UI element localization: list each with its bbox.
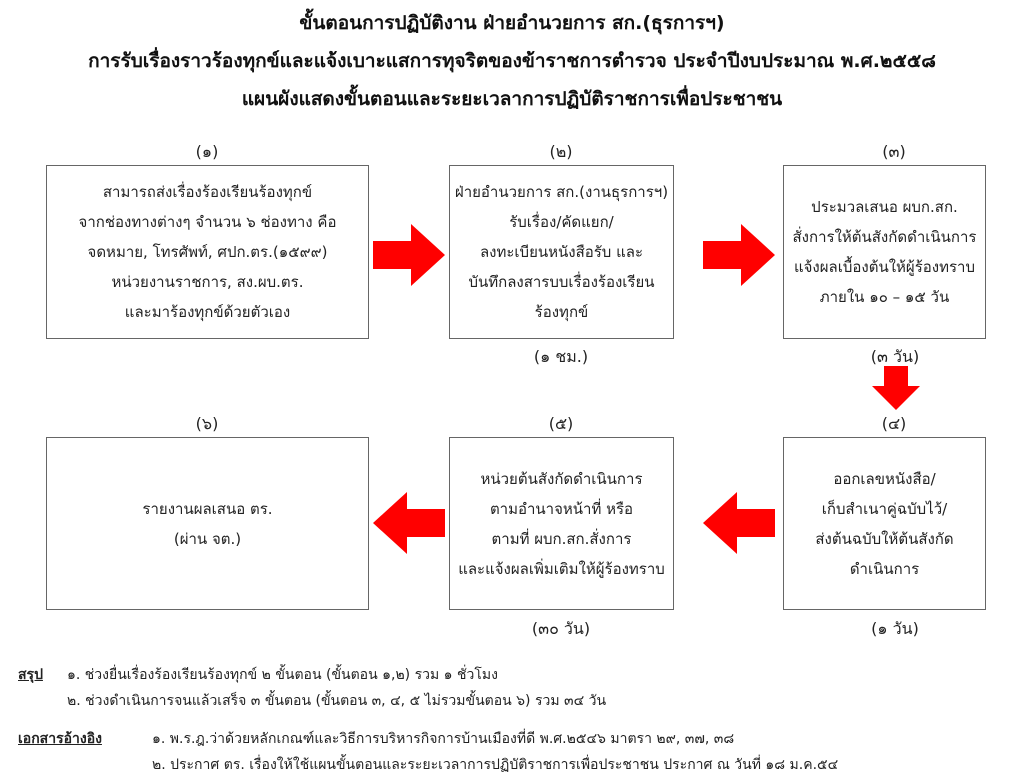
step-text-line: สามารถส่งเรื่องร้องเรียนร้องทุกข์ [102,183,313,201]
step-text-line: ร้องทุกข์ [534,303,589,321]
step-text-line: สั่งการให้ต้นสังกัดดำเนินการ [792,228,977,246]
step-4-number: (๔) [881,414,907,433]
step-text-line: แจ้งผลเบื้องต้นให้ผู้ร้องทราบ [793,258,975,276]
reference-item-2: ๒. ประกาศ ตร. เรื่องให้ใช้แผนขั้นตอนและร… [152,757,839,773]
step-2-number: (๒) [549,142,573,161]
step-text-line: จดหมาย, โทรศัพท์, ศปก.ตร.(๑๕๙๙) [87,243,328,261]
step-text-line: และแจ้งผลเพิ่มเติมให้ผู้ร้องทราบ [458,559,665,578]
step-text-line: ตามที่ ผบก.สก.สั่งการ [491,529,632,548]
step-text-line: หน่วยงานราชการ, สง.ผบ.ตร. [111,273,304,291]
summary-label: สรุป [18,667,43,683]
step-3-number: (๓) [882,142,906,161]
step-text-line: เก็บสำเนาคู่ฉบับไว้/ [821,499,948,518]
title-line-2: การรับเรื่องราวร้องทุกข์และแจ้งเบาะแสการ… [88,50,936,72]
step-text-line: ประมวลเสนอ ผบก.สก. [811,198,958,216]
title-line-1: ขั้นตอนการปฏิบัติงาน ฝ่ายอำนวยการ สก.(ธุ… [299,12,725,34]
step-text-line: และมาร้องทุกข์ด้วยตัวเอง [124,303,291,321]
step-text-line: ส่งต้นฉบับให้ต้นสังกัด [815,529,954,548]
arrow-right-icon [373,224,445,286]
step-1-number: (๑) [195,142,219,161]
step-text-line: รับเรื่อง/คัดแยก/ [509,213,614,231]
step-text-line: ลงทะเบียนหนังสือรับ และ [479,243,644,261]
step-5-number: (๕) [548,414,574,433]
arrow-right-icon [703,224,775,286]
step-text-line: ออกเลขหนังสือ/ [833,469,936,488]
summary-item-2: ๒. ช่วงดำเนินการจนแล้วเสร็จ ๓ ขั้นตอน (ข… [67,693,607,709]
step-6-box: รายงานผลเสนอ ตร. (ผ่าน จต.) [46,437,369,610]
step-3-time: (๓ วัน) [870,347,920,366]
step-text-line: ตามอำนาจหน้าที่ หรือ [489,499,634,518]
step-text-line: ดำเนินการ [849,559,920,578]
step-text-line: รายงานผลเสนอ ตร. [142,499,273,518]
step-4-box: ออกเลขหนังสือ/เก็บสำเนาคู่ฉบับไว้/ ส่งต้น… [783,437,986,610]
title-line-3: แผนผังแสดงขั้นตอนและระยะเวลาการปฏิบัติรา… [241,88,783,110]
step-2-time: (๑ ชม.) [533,347,589,366]
arrow-down-icon [872,366,920,410]
arrow-left-icon [373,492,445,554]
step-4-time: (๑ วัน) [871,619,919,638]
summary-item-1: ๑. ช่วงยื่นเรื่องร้องเรียนร้องทุกข์ ๒ ขั… [67,667,498,683]
step-text-line: หน่วยต้นสังกัดดำเนินการ [480,469,643,488]
step-2-box: ฝ่ายอำนวยการ สก.(งานธุรการฯ) รับเรื่อง/คั… [449,165,674,339]
step-text-line: จากช่องทางต่างๆ จำนวน ๖ ช่องทาง คือ [78,213,337,231]
step-6-number: (๖) [195,414,219,433]
step-1-box: สามารถส่งเรื่องร้องเรียนร้องทุกข์จากช่อง… [46,165,369,339]
step-5-box: หน่วยต้นสังกัดดำเนินการตามอำนาจหน้าที่ ห… [449,437,674,610]
step-text-line: ฝ่ายอำนวยการ สก.(งานธุรการฯ) [454,183,669,201]
step-3-box: ประมวลเสนอ ผบก.สก. สั่งการให้ต้นสังกัดดำเ… [783,165,986,339]
step-5-time: (๓๐ วัน) [531,619,591,638]
arrow-left-icon [703,492,775,554]
step-text-line: ภายใน ๑๐ – ๑๕ วัน [819,288,950,306]
step-text-line: บันทึกลงสารบบเรื่องร้องเรียน [468,273,655,291]
reference-item-1: ๑. พ.ร.ฎ.ว่าด้วยหลักเกณฑ์และวิธีการบริหา… [152,731,735,747]
step-text-line: (ผ่าน จต.) [173,529,242,548]
references-label: เอกสารอ้างอิง [18,731,102,747]
